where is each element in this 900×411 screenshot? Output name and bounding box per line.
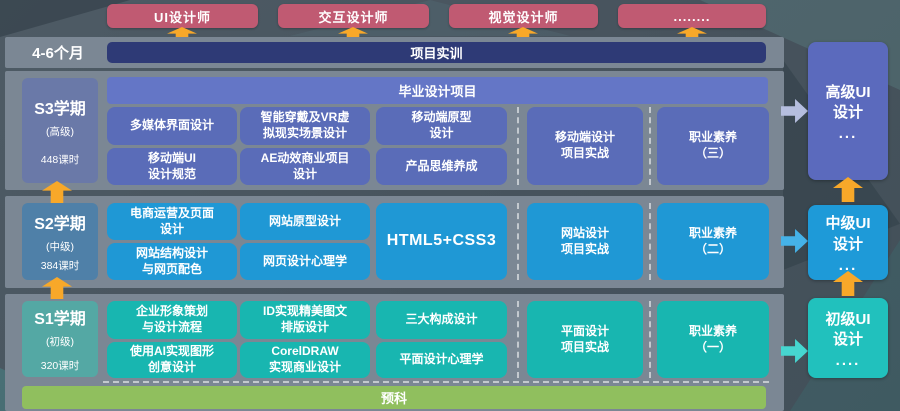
s1-practice: 平面设计 项目实战 — [527, 301, 643, 378]
duration-label: 4-6个月 — [32, 45, 84, 62]
divider — [517, 301, 519, 378]
course-html5-css3: HTML5+CSS3 — [376, 203, 507, 280]
course-web-psychology: 网页设计心理学 — [240, 243, 370, 280]
s3-label-box: S3学期 (高级) 448课时 — [22, 78, 98, 183]
divider — [517, 203, 519, 280]
course-mobile-prototype: 移动端原型 设计 — [376, 107, 507, 145]
s2-label-box: S2学期 (中级) 384课时 — [22, 203, 98, 280]
s1-label-box: S1学期 (初级) 320课时 — [22, 301, 98, 377]
s3-graduation-project-header: 毕业设计项目 — [107, 77, 768, 104]
course-ecommerce-page: 电商运营及页面 设计 — [107, 203, 237, 240]
s2-quality: 职业素养 （二） — [657, 203, 769, 280]
level-beginner-label: 初级UI 设计 — [825, 310, 871, 348]
level-intermediate-dots: ... — [838, 256, 858, 274]
job-button-ui-designer: UI设计师 — [107, 4, 258, 28]
section-s3: S3学期 (高级) 448课时 毕业设计项目 多媒体界面设计 智能穿戴及VR虚 … — [5, 71, 784, 190]
level-advanced-label: 高级UI 设计 — [825, 83, 871, 121]
level-beginner-ui: 初级UI 设计 .... — [808, 298, 888, 378]
right-arrow-icon — [781, 229, 808, 253]
course-three-composition: 三大构成设计 — [376, 301, 507, 339]
course-ae-motion: AE动效商业项目 设计 — [240, 148, 370, 185]
section-s1: S1学期 (初级) 320课时 企业形象策划 与设计流程 ID实现精美图文 排版… — [5, 294, 784, 411]
level-intermediate-ui: 中级UI 设计 ... — [808, 205, 888, 280]
s2-level: (中级) — [46, 241, 74, 253]
prep-bar: 预科 — [22, 386, 766, 409]
course-wearable-vr: 智能穿戴及VR虚 拟现实场景设计 — [240, 107, 370, 145]
course-coreldraw: CorelDRAW 实现商业设计 — [240, 342, 370, 378]
project-training-bar: 项目实训 — [107, 42, 766, 63]
s1-hours: 320课时 — [40, 360, 80, 372]
level-advanced-dots: ... — [838, 125, 858, 143]
up-arrow-icon — [833, 177, 863, 202]
duration-band: 4-6个月 项目实训 — [5, 37, 784, 68]
course-site-structure-color: 网站结构设计 与网页配色 — [107, 243, 237, 280]
course-mobile-ui-spec: 移动端UI 设计规范 — [107, 148, 237, 185]
divider — [649, 301, 651, 378]
s3-hours: 448课时 — [40, 153, 80, 166]
right-arrow-icon — [781, 339, 808, 363]
s2-name: S2学期 — [34, 216, 86, 233]
course-brand-planning: 企业形象策划 与设计流程 — [107, 301, 237, 339]
level-advanced-ui: 高级UI 设计 ... — [808, 42, 888, 180]
divider — [517, 107, 519, 185]
divider — [649, 107, 651, 185]
s1-level: (初级) — [46, 336, 74, 348]
job-button-visual-designer: 视觉设计师 — [449, 4, 598, 28]
section-s2: S2学期 (中级) 384课时 电商运营及页面 设计 网站原型设计 HTML5+… — [5, 196, 784, 288]
prep-divider — [103, 381, 769, 383]
right-arrow-icon — [781, 99, 808, 123]
course-id-layout: ID实现精美图文 排版设计 — [240, 301, 370, 339]
job-button-more: ........ — [618, 4, 766, 28]
s2-practice: 网站设计 项目实战 — [527, 203, 643, 280]
course-ai-graphics: 使用AI实现图形 创意设计 — [107, 342, 237, 378]
s3-quality: 职业素养 （三） — [657, 107, 769, 185]
s2-hours: 384课时 — [40, 260, 80, 272]
s3-practice: 移动端设计 项目实战 — [527, 107, 643, 185]
course-graphic-psychology: 平面设计心理学 — [376, 342, 507, 378]
s1-quality: 职业素养 （一） — [657, 301, 769, 378]
job-button-interaction-designer: 交互设计师 — [278, 4, 429, 28]
level-beginner-dots: .... — [835, 352, 861, 370]
s1-name: S1学期 — [34, 311, 86, 328]
divider — [649, 203, 651, 280]
s3-level: (高级) — [46, 125, 74, 138]
course-website-prototype: 网站原型设计 — [240, 203, 370, 240]
level-intermediate-label: 中级UI 设计 — [825, 215, 871, 253]
course-multimedia-ui: 多媒体界面设计 — [107, 107, 237, 145]
course-product-thinking: 产品思维养成 — [376, 148, 507, 185]
s3-name: S3学期 — [34, 100, 86, 118]
